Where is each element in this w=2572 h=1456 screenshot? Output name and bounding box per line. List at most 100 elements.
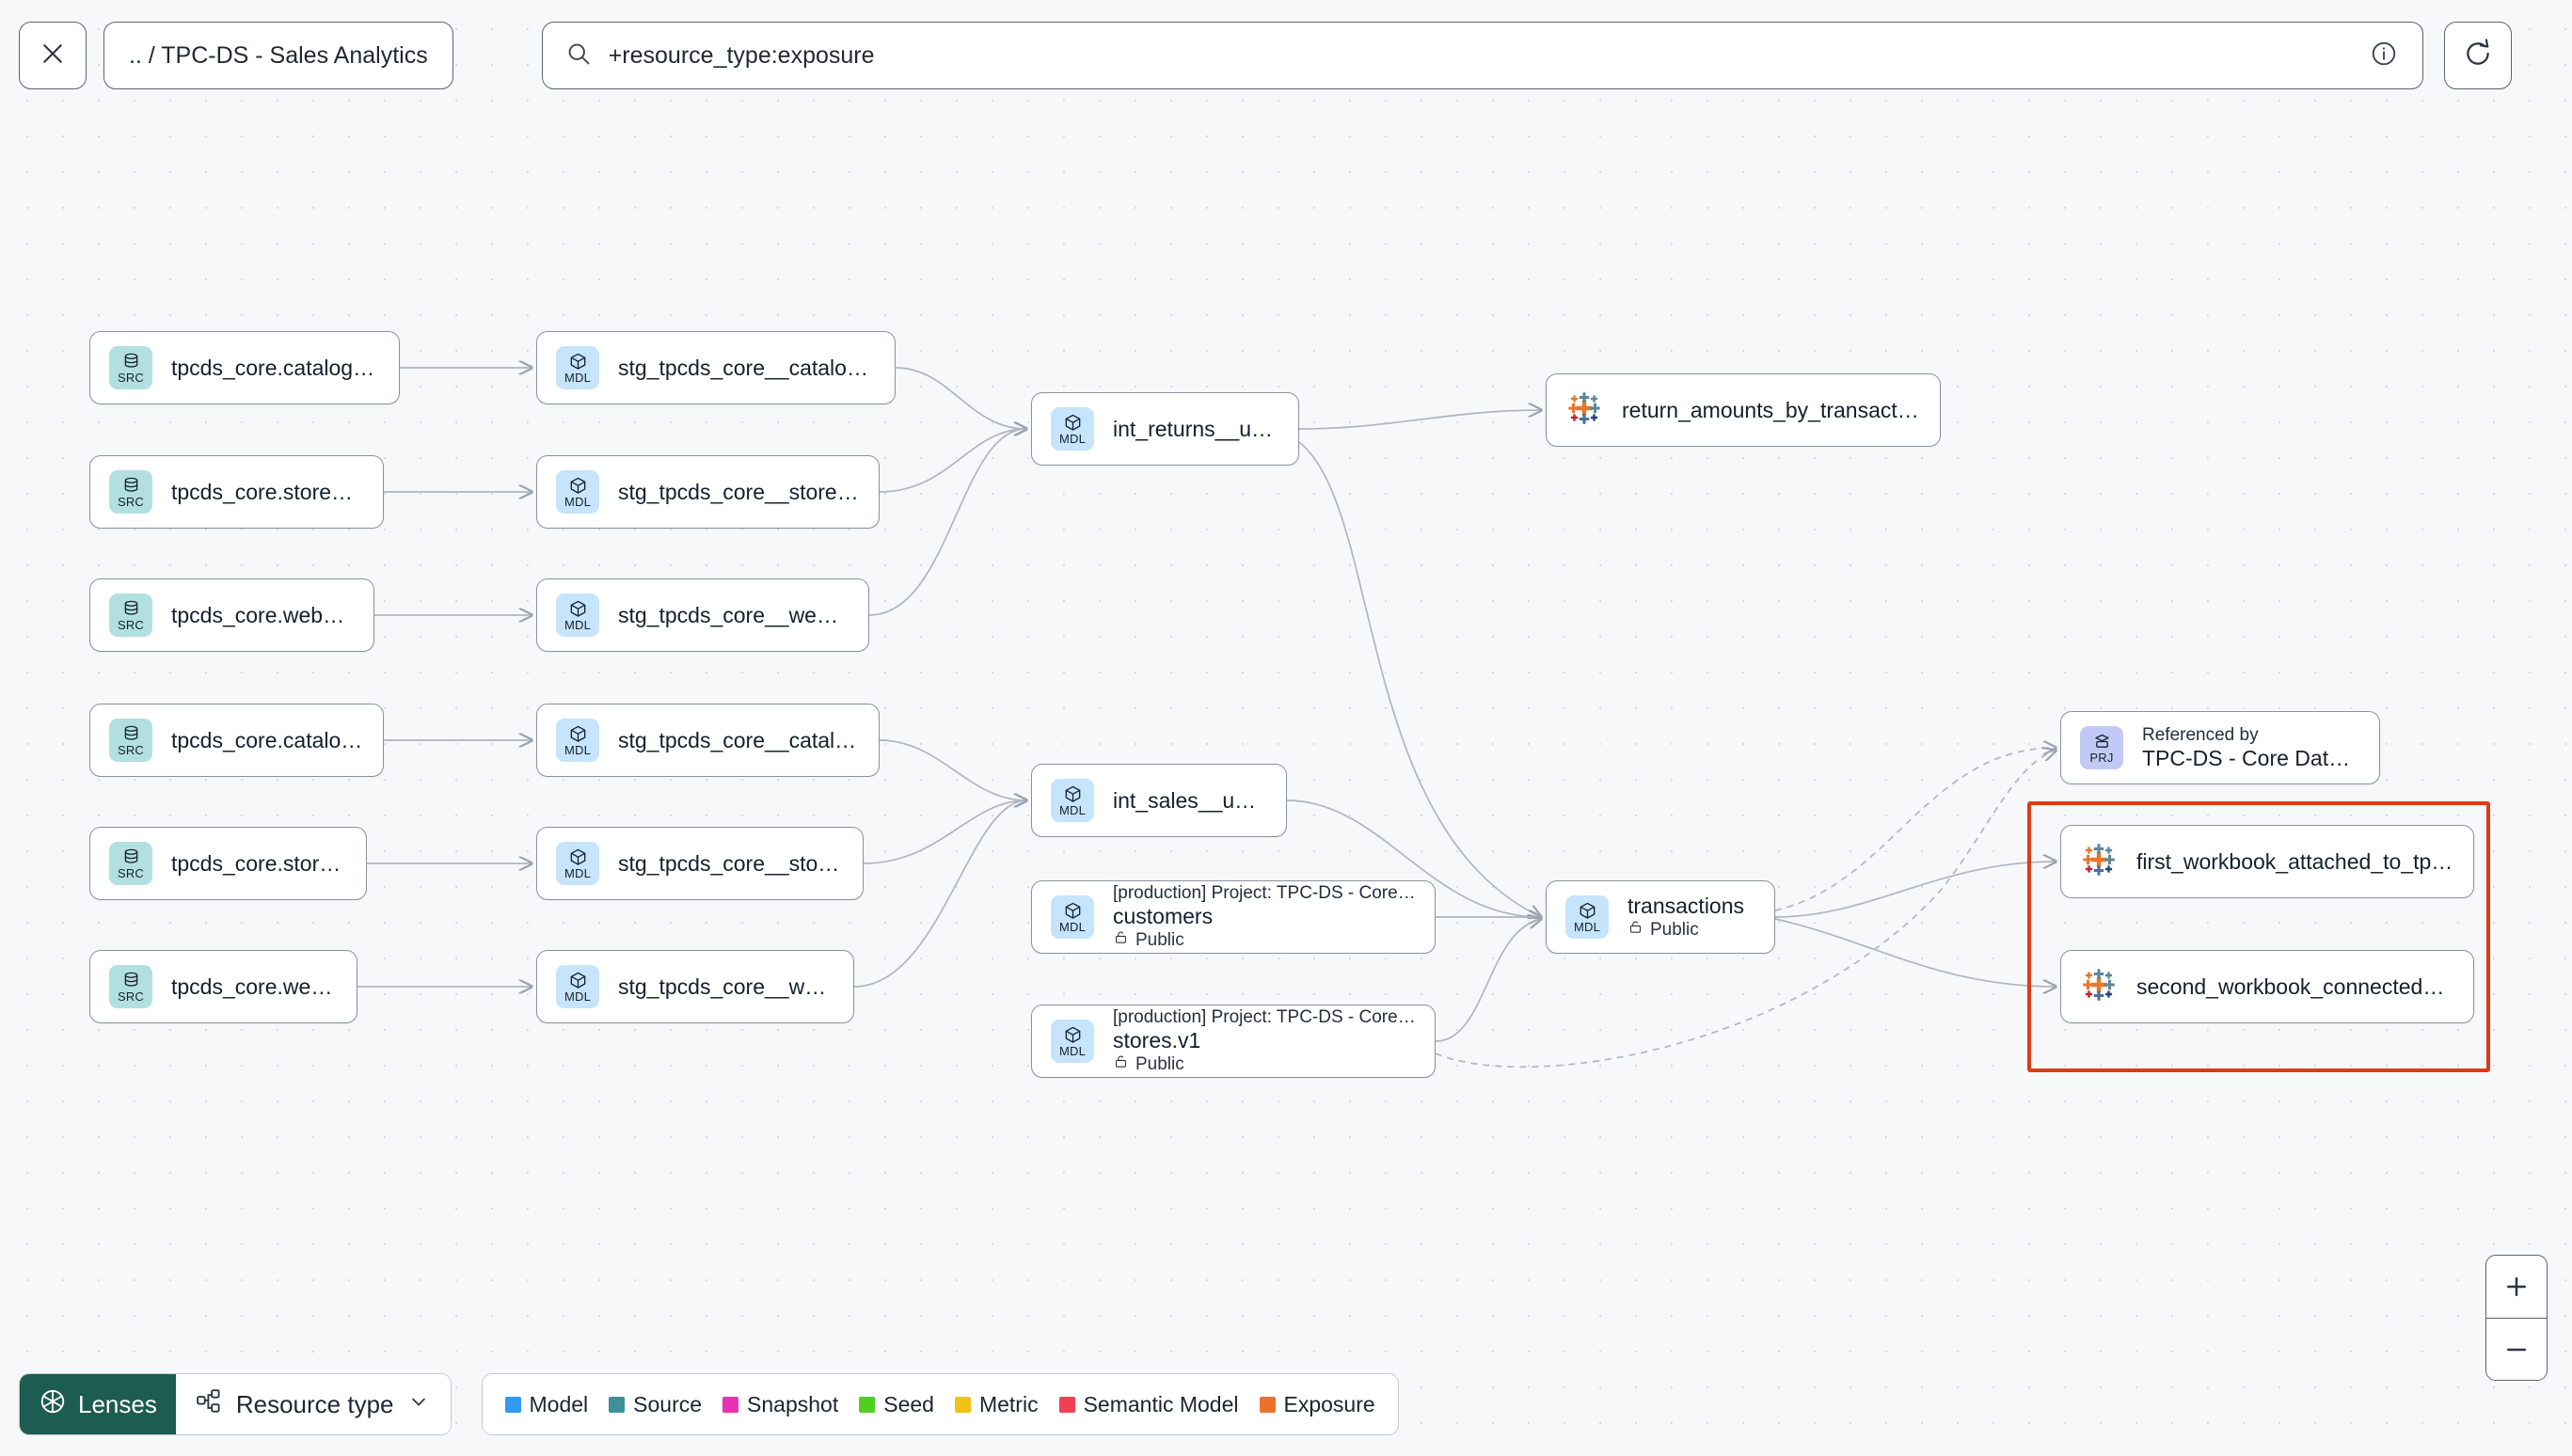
bottom-toolbar: Lenses Resource type Model Source Snapshot… (19, 1373, 1399, 1435)
model-badge-icon: MDL (1051, 779, 1094, 822)
tableau-exposure-icon (1565, 389, 1603, 432)
model-badge-icon: MDL (556, 842, 599, 885)
graph-node-mdl-int-sales-unioned[interactable]: MDL int_sales__unioned (1031, 764, 1287, 837)
info-icon[interactable] (2370, 40, 2398, 72)
refresh-button[interactable] (2443, 22, 2512, 89)
node-name: customers (1113, 904, 1214, 928)
resource-type-select[interactable]: Resource type (175, 1374, 451, 1434)
lock-icon (1627, 919, 1643, 941)
graph-node-mdl-stg-web-returns[interactable]: MDL stg_tpcds_core__web_returns (536, 578, 869, 652)
legend-item-source[interactable]: Source (609, 1392, 702, 1417)
node-name: stg_tpcds_core__store_sales (618, 850, 844, 876)
tableau-exposure-icon (2080, 841, 2118, 883)
zoom-in-button[interactable] (2486, 1256, 2547, 1318)
model-badge-icon: MDL (1051, 895, 1094, 939)
graph-node-src-catalog-returns[interactable]: SRC tpcds_core.catalog_returns (89, 331, 400, 404)
node-name: tpcds_core.web_sales (171, 973, 338, 999)
node-name: stg_tpcds_core__web_returns (618, 602, 849, 627)
node-name: int_sales__unioned (1113, 787, 1267, 813)
node-name: tpcds_core.store_sales (171, 850, 347, 876)
node-subtitle: [production] Project: TPC-DS - Core Data… (1113, 1007, 1416, 1027)
graph-node-mdl-stg-catalog-sales[interactable]: MDL stg_tpcds_core__catalog_sales (536, 704, 880, 777)
zoom-controls (2485, 1255, 2548, 1381)
legend-swatch (954, 1396, 971, 1413)
node-name: stg_tpcds_core__web_sales (618, 973, 834, 999)
legend-item-semantic-model[interactable]: Semantic Model (1058, 1392, 1239, 1417)
top-toolbar: .. / TPC-DS - Sales Analytics (0, 0, 2572, 111)
nodes-icon (195, 1387, 223, 1422)
search-icon (565, 40, 592, 71)
zoom-out-button[interactable] (2486, 1318, 2547, 1380)
breadcrumb[interactable]: .. / TPC-DS - Sales Analytics (103, 22, 453, 89)
legend-label: Snapshot (747, 1391, 839, 1416)
lenses-label: Lenses (78, 1389, 157, 1418)
graph-node-exp-return-amounts[interactable]: return_amounts_by_transaction_type (1546, 373, 1941, 447)
node-name: stg_tpcds_core__catalog_returns (618, 355, 876, 380)
node-name: int_returns__unioned (1113, 416, 1279, 441)
model-badge-icon: MDL (556, 346, 599, 389)
legend-item-exposure[interactable]: Exposure (1259, 1391, 1375, 1417)
close-button[interactable] (19, 22, 87, 89)
lock-icon (1113, 1053, 1129, 1075)
graph-node-mdl-stg-store-sales[interactable]: MDL stg_tpcds_core__store_sales (536, 827, 864, 900)
model-badge-icon: MDL (1051, 1020, 1094, 1063)
source-badge-icon: SRC (109, 346, 152, 389)
node-name: tpcds_core.catalog_sales (171, 727, 364, 752)
legend-label: Model (529, 1391, 589, 1416)
model-badge-icon: MDL (1565, 895, 1609, 939)
node-subtitle: Referenced by (2142, 724, 2259, 745)
graph-node-mdl-customers[interactable]: MDL [production] Project: TPC-DS - Core D… (1031, 880, 1436, 954)
node-visibility: Public (1113, 929, 1416, 951)
legend-swatch (722, 1396, 739, 1413)
node-name: second_workbook_connected_to_live… (2136, 973, 2454, 999)
search-input[interactable] (608, 41, 2353, 70)
graph-node-mdl-stg-catalog-returns[interactable]: MDL stg_tpcds_core__catalog_returns (536, 331, 896, 404)
legend-item-metric[interactable]: Metric (954, 1392, 1039, 1417)
node-name: return_amounts_by_transaction_type (1622, 397, 1921, 422)
search-bar[interactable] (541, 22, 2423, 89)
node-visibility: Public (1113, 1053, 1416, 1075)
model-badge-icon: MDL (556, 719, 599, 762)
aperture-icon (39, 1387, 67, 1422)
project-badge-icon: PRJ (2080, 726, 2123, 769)
node-name: tpcds_core.store_returns (171, 479, 364, 504)
close-icon (39, 40, 67, 72)
graph-node-exp-second-workbook[interactable]: second_workbook_connected_to_live… (2060, 950, 2474, 1023)
model-badge-icon: MDL (556, 470, 599, 514)
legend-item-snapshot[interactable]: Snapshot (722, 1392, 838, 1417)
legend-swatch (1058, 1396, 1075, 1413)
graph-node-exp-first-workbook[interactable]: first_workbook_attached_to_tpc-ds_-_… (2060, 825, 2474, 898)
node-subtitle: [production] Project: TPC-DS - Core Data… (1113, 883, 1416, 903)
legend-item-model[interactable]: Model (504, 1391, 589, 1417)
legend-swatch (504, 1396, 521, 1413)
lens-control-group: Lenses Resource type (19, 1373, 452, 1435)
lenses-button[interactable]: Lenses (20, 1374, 176, 1434)
graph-node-src-store-sales[interactable]: SRC tpcds_core.store_sales (89, 827, 367, 900)
breadcrumb-label: .. / TPC-DS - Sales Analytics (129, 41, 428, 69)
graph-node-mdl-stores-v1[interactable]: MDL [production] Project: TPC-DS - Core D… (1031, 1005, 1436, 1078)
refresh-icon (2463, 38, 2493, 73)
node-name: first_workbook_attached_to_tpc-ds_-_… (2136, 848, 2454, 874)
node-name: stores.v1 (1113, 1028, 1201, 1052)
source-badge-icon: SRC (109, 842, 152, 885)
node-visibility: Public (1627, 919, 1744, 941)
legend-label: Seed (883, 1391, 934, 1416)
node-name: stg_tpcds_core__catalog_sales (618, 727, 860, 752)
graph-node-src-catalog-sales[interactable]: SRC tpcds_core.catalog_sales (89, 704, 384, 777)
legend-swatch (609, 1396, 626, 1413)
model-badge-icon: MDL (556, 593, 599, 637)
legend-item-seed[interactable]: Seed (859, 1392, 934, 1417)
node-name: tpcds_core.web_returns (171, 602, 355, 627)
legend-label: Exposure (1283, 1391, 1375, 1416)
node-name: tpcds_core.catalog_returns (171, 355, 380, 380)
source-badge-icon: SRC (109, 719, 152, 762)
